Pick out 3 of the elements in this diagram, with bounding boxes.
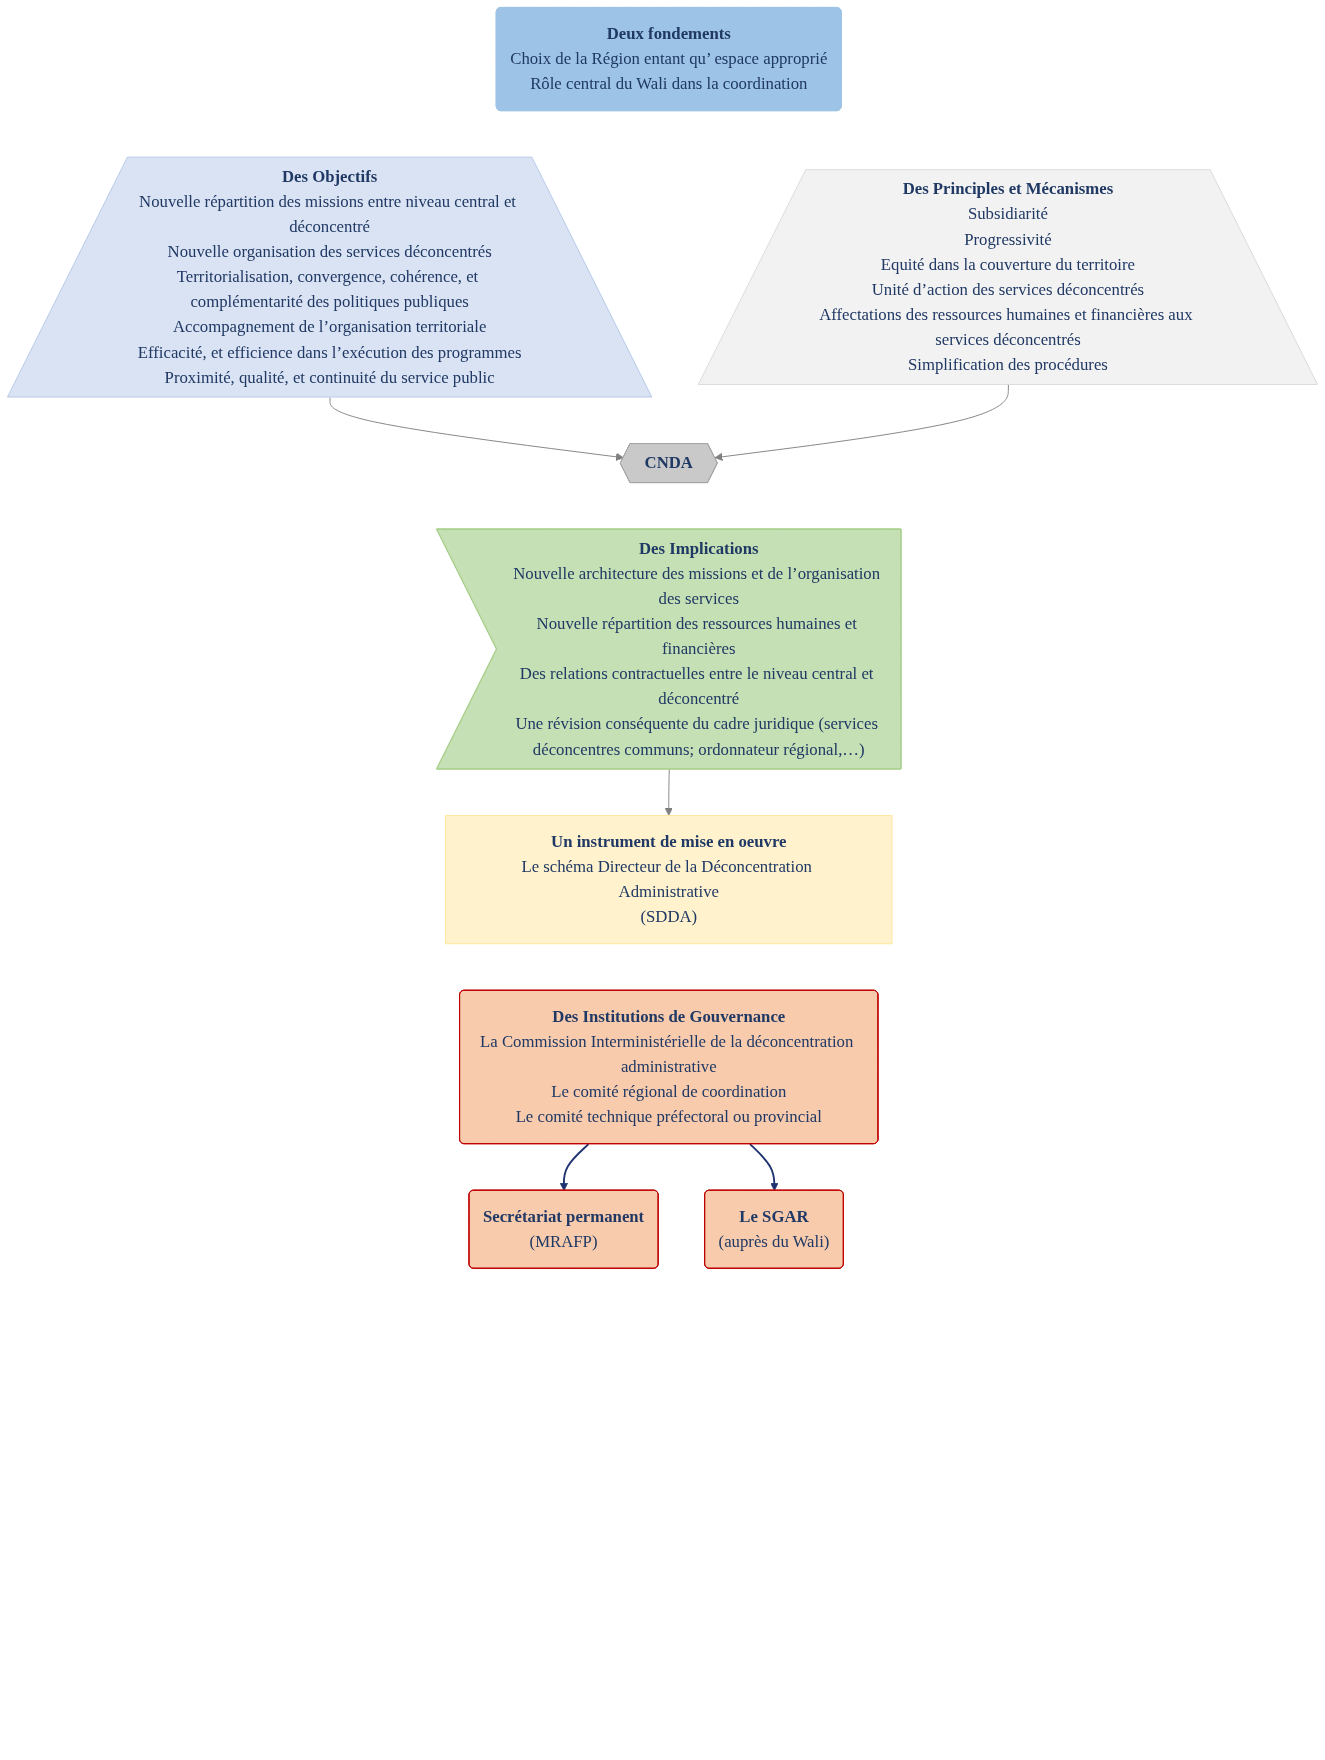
arrow [749, 1143, 779, 1191]
arrow [559, 1143, 590, 1191]
node-box: Un instrument de mise en oeuvre Le schéma Directeur de la Déconcentration Administrative (SDDA) [445, 815, 893, 945]
